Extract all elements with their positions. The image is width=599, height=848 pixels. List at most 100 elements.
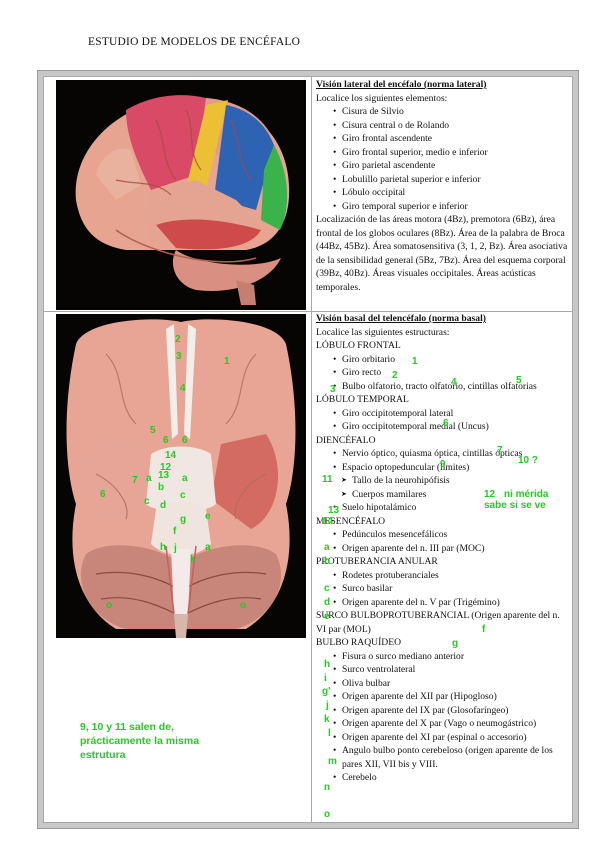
text-annotation-3: 3 (330, 384, 336, 395)
annotation-b: b (158, 482, 165, 493)
diencefalo-list: Nervio óptico, quiasma óptica, cintillas… (316, 447, 571, 515)
surco-rest: (Origen aparente del n. VI par (MOL) (316, 610, 560, 635)
text-annotation-n: n (324, 782, 331, 793)
column-divider (311, 76, 312, 822)
list-item: Cisura de Silvio (316, 105, 571, 119)
annotation-a2: a (182, 473, 188, 484)
mesencefalo-list: Pedúnculos mesencefálicos Origen aparent… (316, 528, 571, 555)
annotation-7a: 7 (132, 475, 138, 486)
text-annotation-9: 9 (440, 459, 446, 470)
text-annotation-13: 13 (328, 505, 340, 516)
text-annotation-e: e (324, 611, 330, 622)
text-annotation-i: i (324, 673, 327, 684)
list-item: Giro frontal ascendente (316, 132, 571, 146)
annotation-12: 12 (160, 462, 172, 473)
basal-brain-image (56, 314, 306, 638)
annotation-c2: c (180, 490, 186, 501)
list-item: Origen aparente del X par (Vago o neumog… (316, 717, 571, 731)
annotation-o2: o (240, 600, 247, 611)
list-item: Lóbulo occipital (316, 186, 571, 200)
list-item: Rodetes protuberanciales (316, 569, 571, 583)
lateral-heading: Visión lateral del encéfalo (norma later… (316, 79, 487, 90)
list-item: Giro orbitario (316, 353, 571, 367)
text-annotation-12: 12 (484, 489, 496, 500)
list-item: Angulo bulbo ponto cerebeloso (origen ap… (316, 744, 571, 771)
text-annotation-o: o (324, 809, 331, 820)
annotation-6b: 6 (182, 435, 188, 446)
text-annotation-f: f (482, 624, 486, 635)
temporal-list: Giro occipitotemporal lateral Giro occip… (316, 407, 571, 434)
annotation-g1: g (180, 514, 187, 525)
list-item: Espacio optopeduncular (límites) (316, 461, 571, 475)
annotation-1: 1 (224, 356, 230, 367)
text-annotation-a: a (324, 542, 330, 553)
list-item: Cisura central o de Rolando (316, 119, 571, 133)
text-annotation-b: b (324, 556, 331, 567)
list-item: Origen aparente del XI par (espinal o ac… (316, 731, 571, 745)
protuberancia-list: Rodetes protuberanciales Surco basilar O… (316, 569, 571, 610)
bulbo-label: BULBO RAQUÍDEO (316, 637, 402, 648)
list-item: Suelo hipotalámico (316, 501, 571, 515)
text-annotation-5: 5 (516, 375, 522, 386)
annotation-13: 13 (158, 470, 170, 481)
annotation-3: 3 (176, 351, 182, 362)
page-title: ESTUDIO DE MODELOS DE ENCÉFALO (88, 36, 301, 48)
list-item: Surco ventrolateral (316, 663, 571, 677)
list-item: Giro frontal superior, medio e inferior (316, 146, 571, 160)
list-item: Cerebelo (316, 771, 571, 785)
text-annotation-d: d (324, 597, 331, 608)
temporal-label: LÓBULO TEMPORAL (316, 394, 409, 405)
text-annotation-l: l (328, 728, 331, 739)
basal-text: Visión basal del telencéfalo (norma basa… (316, 312, 571, 785)
text-annotation-c: c (324, 583, 330, 594)
surco-paragraph: SURCO BULBOPROTUBERANCIAL (Origen aparen… (316, 609, 571, 636)
text-annotation-14: 14 (322, 516, 334, 527)
text-annotation-10: 10 ? (518, 455, 539, 466)
text-annotation-k: k (324, 714, 330, 725)
basal-heading: Visión basal del telencéfalo (norma basa… (316, 313, 486, 324)
list-item: Cuerpos mamilares (316, 488, 571, 502)
text-annotation-11: 11 (322, 474, 333, 485)
text-annotation-7: 7 (497, 445, 503, 456)
mesencefalo-label: MESENCÉFALO (316, 515, 386, 527)
handwritten-note: 9, 10 y 11 salen de, prácticamente la mi… (80, 721, 200, 761)
list-item: Giro occipitotemporal medial (Uncus) (316, 420, 571, 434)
basal-intro: Localice las siguientes estructuras: (316, 326, 450, 338)
lateral-brain-image (56, 80, 306, 310)
surco-label: SURCO BULBOPROTUBERANCIAL (316, 610, 469, 621)
list-item: Surco basilar (316, 582, 571, 596)
text-annotation-6: 6 (443, 418, 449, 429)
text-annotation-m: m (328, 756, 337, 767)
annotation-e: e (205, 511, 211, 522)
list-item: Bulbo olfatorio, tracto olfatorio, cinti… (316, 380, 571, 394)
annotation-6a: 6 (163, 435, 169, 446)
annotation-5: 5 (150, 425, 156, 436)
list-item: Origen aparente del XII par (Hipogloso) (316, 690, 571, 704)
list-item: Origen aparente del IX par (Glosofarínge… (316, 704, 571, 718)
annotation-4: 4 (180, 383, 186, 394)
annotation-a3: a (205, 542, 211, 553)
annotation-f: f (173, 526, 177, 537)
list-item: Nervio óptico, quiasma óptica, cintillas… (316, 447, 571, 461)
lateral-text: Visión lateral del encéfalo (norma later… (316, 78, 571, 294)
annotation-d: d (160, 500, 167, 511)
annotation-c1: c (144, 496, 150, 507)
annotation-14: 14 (165, 450, 177, 461)
text-annotation-h: h (324, 659, 331, 670)
text-annotation-j: j (326, 700, 329, 711)
text-annotation-g: g (452, 638, 459, 649)
list-item: Fisura o surco mediano anterior (316, 650, 571, 664)
annotation-h: h (160, 542, 167, 553)
lateral-paragraph: Localización de las áreas motora (4Bz), … (316, 214, 568, 293)
list-item: Giro recto (316, 366, 571, 380)
text-annotation-1: 1 (412, 356, 418, 367)
annotation-6c: 6 (100, 489, 106, 500)
annotation-k: k (190, 554, 196, 565)
list-item: Lobulillo parietal superior e inferior (316, 173, 571, 187)
frontal-list: Giro orbitario Giro recto Bulbo olfatori… (316, 353, 571, 394)
annotation-a1: a (146, 473, 152, 484)
annotation-o1: o (106, 600, 113, 611)
annotation-j: j (174, 543, 177, 554)
lateral-list: Cisura de Silvio Cisura central o de Rol… (316, 105, 571, 213)
protuberancia-label: PROTUBERANCIA ANULAR (316, 556, 438, 567)
